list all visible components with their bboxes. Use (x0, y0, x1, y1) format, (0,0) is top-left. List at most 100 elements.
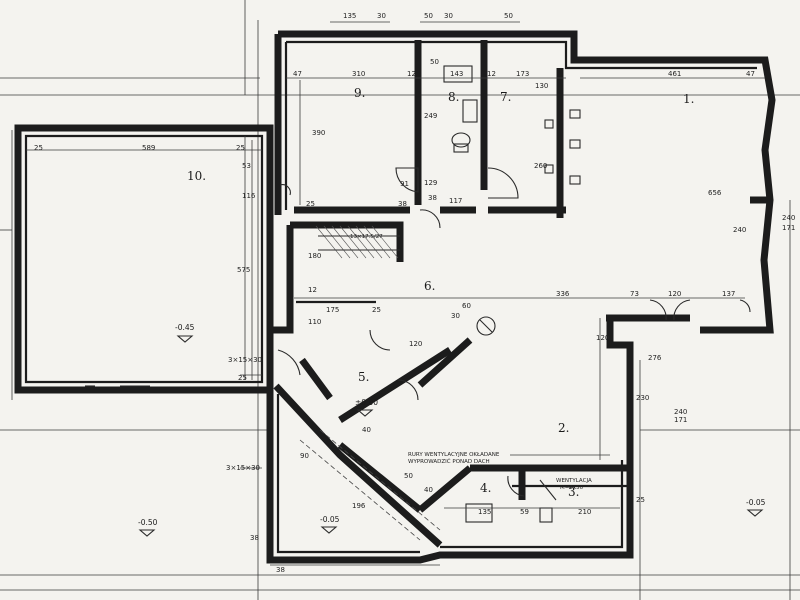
dim-text: 25 (238, 374, 247, 382)
level-marker-icon (746, 509, 764, 517)
dim-text: 210 (578, 508, 591, 516)
dimension-labels: 135 30 50 30 50 47 310 12 50 143 12 173 … (34, 12, 795, 574)
vent-note-3a: WENTYLACJA (556, 478, 592, 484)
dimension-lines (240, 21, 765, 566)
dim-text: 173 (516, 70, 529, 78)
dim-text: 40 (362, 426, 371, 434)
dim-text: 249 (424, 112, 437, 120)
dim-text: 3×15×30 (226, 464, 260, 472)
vent-note-3b: M=2x50 (560, 485, 584, 491)
fixtures (299, 65, 581, 541)
dim-text: 91 (400, 180, 409, 188)
dim-text: 180 (308, 252, 321, 260)
level-markers: -0.45 ±0.00 -0.50 -0.05 -0.05 (138, 323, 766, 537)
dim-text: 196 (352, 502, 366, 510)
dim-text: 38 (276, 566, 285, 574)
vent-note-line-2: WYPROWADZIĆ PONAD DACH (408, 458, 490, 465)
level-marker-icon (138, 529, 156, 537)
dim-text: 50 (504, 12, 513, 20)
stairs-note: 13×17.5/27 (350, 234, 383, 240)
dim-text: 240 (674, 408, 687, 416)
dim-text: 30 (451, 312, 460, 320)
dim-text: 73 (630, 290, 639, 298)
dim-text: 47 (293, 70, 302, 78)
doors (277, 167, 751, 497)
room-5-label: 5. (358, 370, 369, 384)
dim-text: 47 (746, 70, 755, 78)
dim-text: 60 (462, 302, 471, 310)
dim-text: 12 (407, 70, 416, 78)
dim-text: 240 (782, 214, 795, 222)
dim-text: 143 (450, 70, 463, 78)
dim-text: 137 (722, 290, 735, 298)
dim-text: 25 (636, 496, 645, 504)
room-1-label: 1. (683, 92, 694, 106)
dim-text: 240 (733, 226, 746, 234)
dim-text: 116 (242, 192, 256, 200)
dim-text: 53 (242, 162, 251, 170)
dim-text: 135 (478, 508, 491, 516)
dim-text: 120 (409, 340, 422, 348)
dim-text: 120 (668, 290, 681, 298)
dim-text: 90 (300, 452, 309, 460)
room-3-label: 3. (568, 485, 579, 499)
dim-text: 117 (449, 197, 462, 205)
dim-text: 171 (782, 224, 795, 232)
dim-text: 461 (668, 70, 681, 78)
dim-text: 38 (250, 534, 259, 542)
room-4-label: 4. (480, 481, 491, 495)
vent-note-line-1: RURY WENTYLACYJNE OKŁADANE (408, 452, 500, 458)
dim-text: 50 (430, 58, 439, 66)
dim-text: 12 (487, 70, 496, 78)
dim-text: 25 (236, 144, 245, 152)
level-garage: -0.45 (175, 323, 195, 332)
dim-text: 130 (535, 82, 548, 90)
dim-text: 390 (312, 129, 325, 137)
room-8-label: 8. (448, 90, 459, 104)
dim-text: 230 (636, 394, 649, 402)
dim-text: 110 (308, 318, 321, 326)
dim-text: 59 (520, 508, 529, 516)
level-hall: ±0.00 (355, 398, 378, 407)
dim-text: 171 (674, 416, 687, 424)
dim-text: 656 (708, 189, 722, 197)
room-7-label: 7. (500, 90, 511, 104)
stairs (315, 225, 400, 259)
dim-text: 276 (648, 354, 662, 362)
outer-walls (266, 30, 776, 564)
dim-text: 575 (237, 266, 250, 274)
level-outside-left: -0.50 (138, 518, 158, 527)
dim-text: 135 (343, 12, 356, 20)
dim-text: 260 (534, 162, 547, 170)
level-marker-icon (176, 335, 194, 343)
dim-text: 120 (596, 334, 609, 342)
garage (14, 124, 274, 394)
dim-text: 12 (308, 286, 317, 294)
dim-text: 30 (377, 12, 386, 20)
dim-text: 25 (306, 200, 315, 208)
dim-text: 25 (34, 144, 43, 152)
dim-text: 310 (352, 70, 365, 78)
dim-text: 129 (424, 179, 437, 187)
dim-text: 40 (424, 486, 433, 494)
dim-text: 589 (142, 144, 155, 152)
dim-text: 38 (428, 194, 437, 202)
room-10-label: 10. (187, 169, 206, 183)
level-marker-icon (356, 409, 374, 417)
dim-text: 175 (326, 306, 339, 314)
level-marker-icon (320, 526, 338, 534)
level-outside-right: -0.05 (746, 498, 766, 507)
level-outside-mid: -0.05 (320, 515, 340, 524)
room-2-label: 2. (558, 421, 569, 435)
notes: RURY WENTYLACYJNE OKŁADANE WYPROWADZIĆ P… (350, 234, 592, 491)
room-9-label: 9. (354, 86, 365, 100)
dim-text: 38 (398, 200, 407, 208)
dim-text: 50 (424, 12, 433, 20)
dim-text: 25 (372, 306, 381, 314)
room-labels: 1. 2. 3. 4. 5. 6. 7. 8. 9. 10. (187, 86, 694, 499)
interior-walls (273, 40, 770, 548)
room-6-label: 6. (424, 279, 435, 293)
dim-text: 336 (556, 290, 570, 298)
